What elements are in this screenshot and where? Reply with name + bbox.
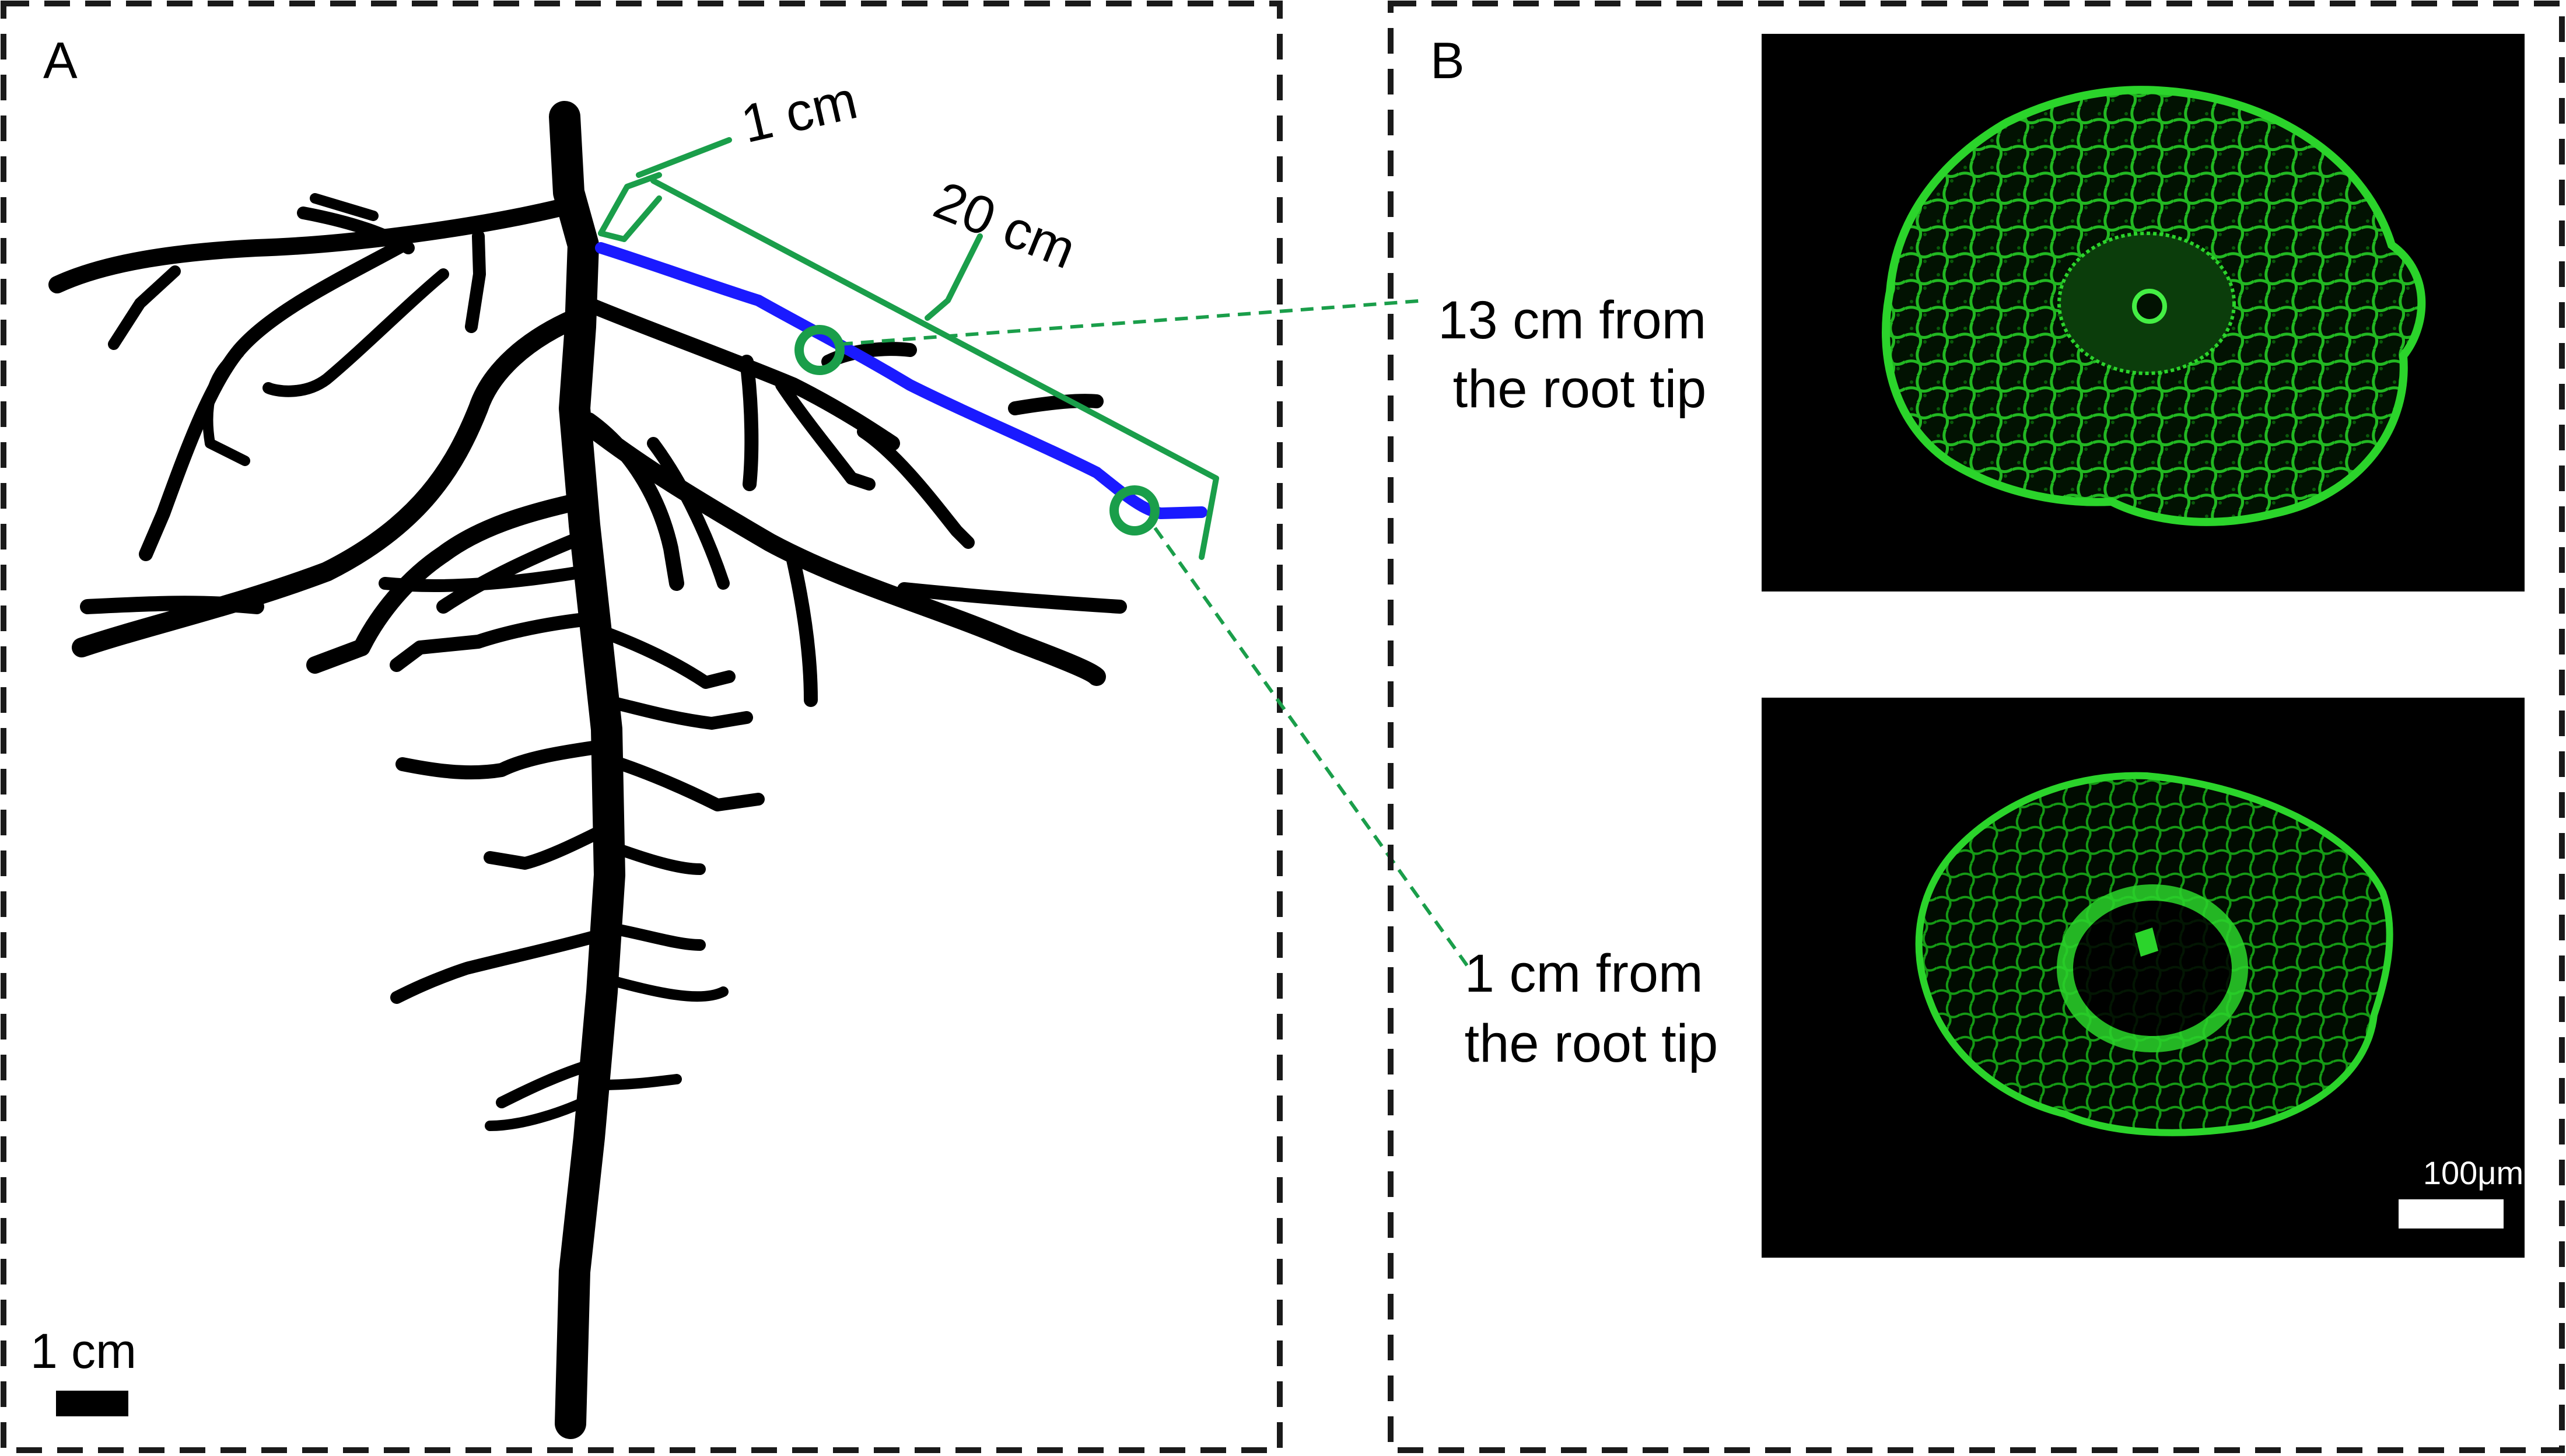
- micrograph-scale-label: 100μm: [2423, 1154, 2523, 1191]
- micrograph-scale-bar: [2399, 1199, 2504, 1228]
- highlighted-lateral-root: [595, 242, 1207, 520]
- lateral-root: [593, 1074, 682, 1090]
- panel-b-border: [1388, 1, 2565, 1453]
- callout-1cm-line-1: 1 cm from: [1465, 944, 1703, 1003]
- scale-bar: [56, 1391, 128, 1416]
- panel-b-letter: B: [1430, 32, 1465, 89]
- panel-a-letter: A: [43, 32, 78, 89]
- lateral-root: [580, 416, 1106, 686]
- stele-center-1cm: [2135, 928, 2158, 957]
- micrograph-13cm: [1762, 34, 2525, 592]
- lateral-root: [601, 922, 706, 951]
- callout-1cm-line-2: the root tip: [1465, 1014, 1718, 1073]
- lateral-root: [579, 296, 900, 451]
- lateral-root: [897, 582, 1127, 614]
- lateral-root: [379, 565, 590, 592]
- lateral-root: [857, 425, 975, 549]
- sampling-point-1cm: [1109, 485, 1160, 536]
- lateral-root: [1008, 394, 1104, 415]
- measure-20cm-label: 20 cm: [926, 170, 1084, 280]
- lateral-root: [485, 1091, 600, 1131]
- lateral-root: [465, 230, 486, 333]
- lateral-root: [108, 265, 181, 350]
- scale-bar-label: 1 cm: [30, 1324, 136, 1378]
- lateral-root: [496, 1056, 607, 1108]
- stele-ring-1cm: [2057, 884, 2248, 1052]
- leader-line-13cm: [839, 299, 1427, 346]
- panel-a-border: [1, 1, 1283, 1453]
- panel-a: A: [1, 1, 1283, 1453]
- micrograph-1cm: 100μm: [1762, 698, 2525, 1258]
- lateral-root: [306, 493, 586, 674]
- measure-1cm-label: 1 cm: [736, 70, 863, 154]
- lateral-root: [647, 437, 730, 590]
- lateral-root: [484, 822, 613, 870]
- lateral-root: [395, 740, 608, 780]
- lateral-root: [604, 840, 706, 875]
- callout-1cm: 1 cm from the root tip: [1465, 944, 1718, 1073]
- lateral-root: [786, 553, 818, 707]
- lateral-root: [740, 355, 759, 491]
- sampling-point-13cm: [794, 325, 845, 375]
- callout-13cm-line-2: the root tip: [1453, 359, 1707, 419]
- lateral-root: [48, 198, 572, 293]
- lateral-root: [582, 412, 684, 591]
- lateral-root: [390, 611, 602, 672]
- callout-13cm: 13 cm from the root tip: [1438, 290, 1721, 419]
- lateral-root: [139, 238, 409, 561]
- callout-13cm-line-1: 13 cm from: [1438, 290, 1706, 350]
- lateral-root: [72, 305, 593, 657]
- lateral-root: [390, 927, 613, 1004]
- lateral-root: [604, 975, 729, 1002]
- root-system-drawing: [48, 101, 1127, 1439]
- panel-b: B 13 cm from the root tip 1 cm from the …: [1388, 1, 2565, 1453]
- lateral-root: [597, 752, 765, 811]
- lateral-root: [80, 596, 264, 614]
- lateral-root: [775, 379, 876, 491]
- xylem-13cm: [2132, 289, 2167, 324]
- leader-line-1cm: [1153, 527, 1469, 967]
- lateral-root: [202, 348, 250, 466]
- lateral-root: [262, 268, 449, 397]
- lateral-root: [591, 624, 736, 689]
- bracket-20cm: [650, 178, 1219, 560]
- lateral-root: [297, 206, 415, 254]
- lateral-root: [594, 694, 753, 730]
- leader-lines: [839, 299, 1469, 967]
- bracket-1cm: [598, 137, 732, 242]
- lateral-root: [310, 193, 379, 221]
- lateral-root: [436, 530, 590, 614]
